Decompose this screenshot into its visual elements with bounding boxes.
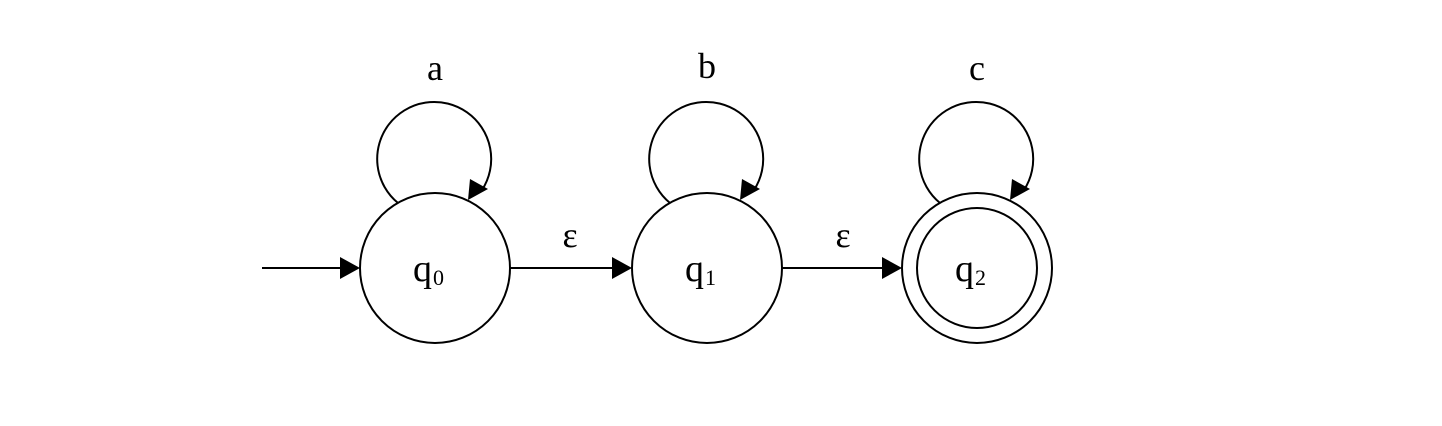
- self-loop-q2: [918, 101, 1035, 204]
- accepting-inner-ring: [916, 207, 1038, 329]
- loop-label-q0: a: [427, 48, 443, 88]
- accepting-outer-ring: [901, 192, 1053, 344]
- state-subscript-q0: 0: [433, 265, 444, 290]
- self-loop-q1: [648, 101, 765, 204]
- state-name-q0: q: [413, 248, 432, 290]
- state-name-q2: q: [955, 248, 974, 290]
- state-label-q2: q: [955, 248, 974, 290]
- state-subscript-q2: 2: [975, 265, 986, 290]
- transition-q1-q2: [782, 257, 902, 279]
- transition-label-q0-q1: ε: [562, 215, 577, 255]
- loop-label-q2: c: [969, 48, 985, 88]
- state-q1: q 1: [631, 192, 783, 344]
- state-name-q1: q: [685, 248, 704, 290]
- start-arrow: [262, 257, 360, 279]
- state-q0: q 0: [359, 192, 511, 344]
- state-q2: q 2: [901, 192, 1053, 344]
- state-label-q1: q: [685, 248, 704, 290]
- state-label-q0: q: [413, 248, 432, 290]
- self-loop-q0: [376, 101, 493, 204]
- loop-label-q1: b: [698, 46, 716, 86]
- transition-q0-q1: [510, 257, 632, 279]
- transition-label-q1-q2: ε: [835, 215, 850, 255]
- state-subscript-q1: 1: [705, 265, 716, 290]
